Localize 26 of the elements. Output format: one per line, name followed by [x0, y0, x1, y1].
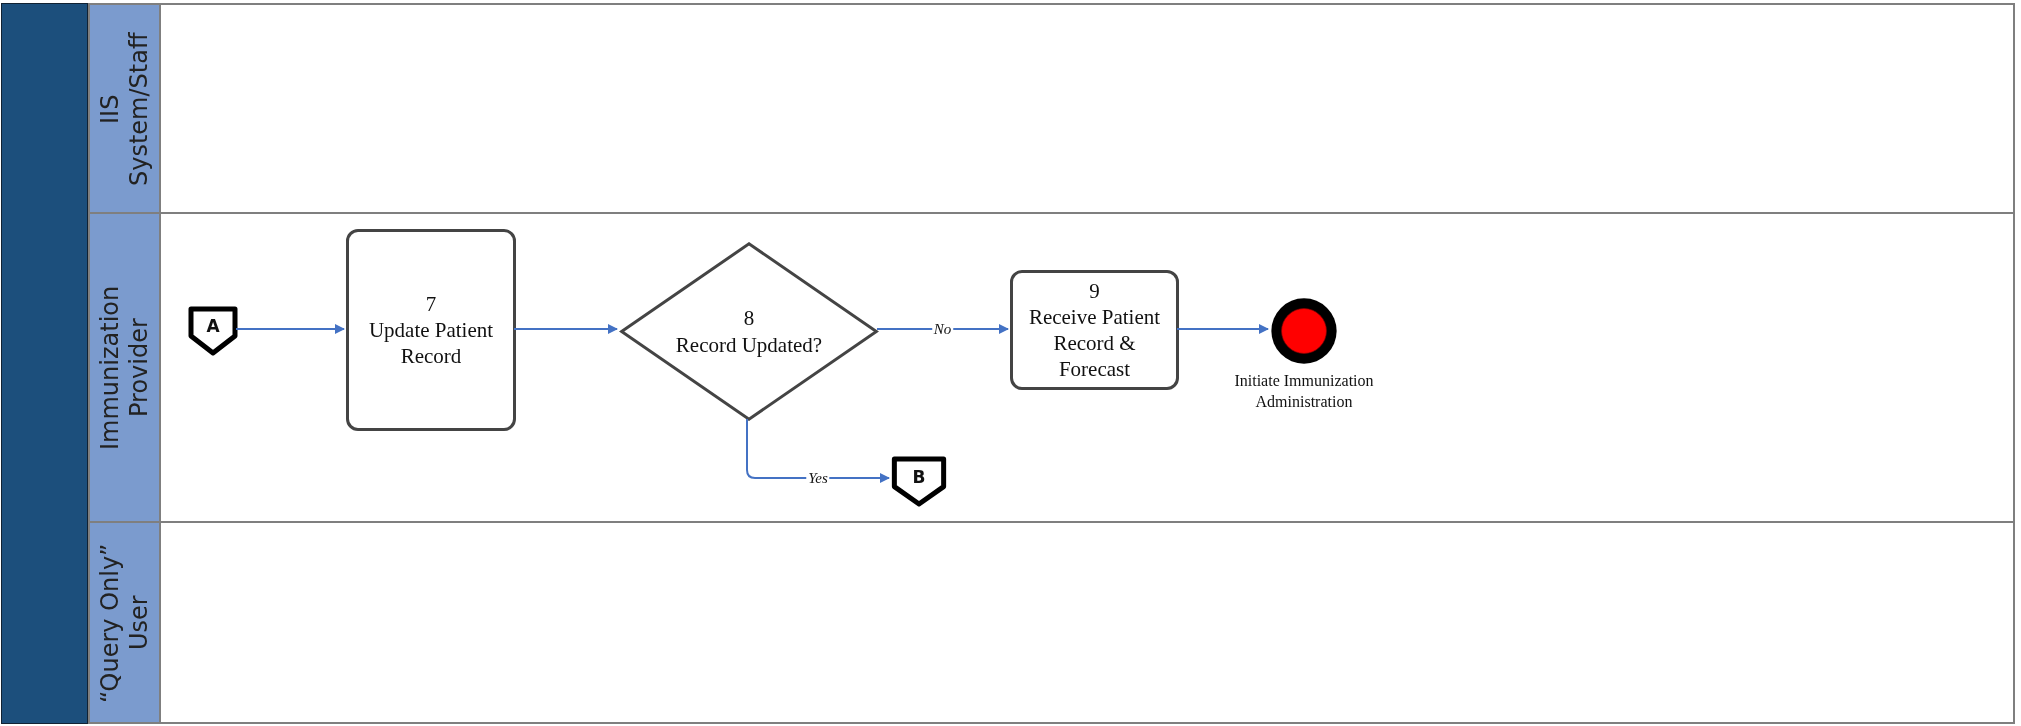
- off-page-connector: [891, 456, 947, 507]
- step-number: 8: [743, 305, 755, 332]
- connector-letter: B: [912, 466, 926, 489]
- connector-letter: A: [206, 316, 220, 338]
- arrow: [1176, 324, 1269, 334]
- decision-diamond: [619, 242, 879, 421]
- step-label: Record Updated?: [675, 331, 823, 358]
- arrow: [746, 418, 890, 483]
- swimlane: [88, 521, 2015, 724]
- lane-label: “Query Only” User: [95, 541, 154, 705]
- event-caption: Initiate Immunization Administration: [1233, 371, 1375, 412]
- process-box: [346, 229, 516, 431]
- arrow: [513, 324, 618, 334]
- swimlane: [88, 212, 2015, 523]
- arrow: [876, 324, 1009, 334]
- swimlane: [88, 3, 2015, 214]
- step-number: 7: [424, 290, 438, 317]
- lane-label: IIS System/Staff: [95, 30, 154, 188]
- arrow: [235, 324, 345, 334]
- step-label: Update Patient Record: [367, 316, 495, 370]
- off-page-connector: [188, 306, 238, 356]
- lane-label: Immunization Provider: [95, 284, 154, 452]
- step-label: Receive Patient Record & Forecast: [1027, 303, 1162, 383]
- step-number: 9: [1088, 277, 1101, 304]
- process-box: [1010, 270, 1179, 390]
- pool-band: [1, 3, 88, 724]
